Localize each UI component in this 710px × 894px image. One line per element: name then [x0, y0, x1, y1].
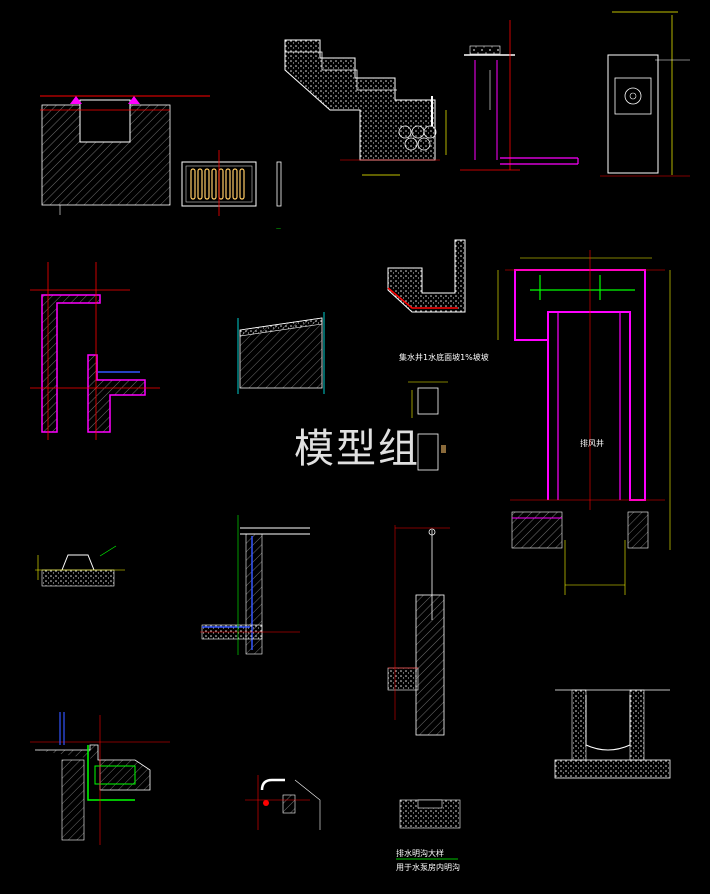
detail-floor-trench: 排水明沟大样 用于水泵房内明沟 [396, 799, 461, 872]
detail-l-wall-waterproof [200, 515, 310, 655]
detail-vent-shaft-plan: 排风井 [497, 250, 671, 595]
detail-sloped-slab [237, 312, 325, 394]
svg-text:—: — [276, 226, 281, 232]
detail-gutter-section [30, 712, 170, 845]
detail-pipe-bend [245, 775, 321, 830]
watermark-text: 模型组 [294, 426, 420, 472]
detail-stepped-section [284, 39, 447, 176]
trench-note-line1: 排水明沟大样 [396, 848, 444, 858]
detail-drain-trench [40, 95, 210, 215]
detail-wall-edge-section [460, 20, 579, 171]
detail-pool-wall-section [30, 262, 160, 440]
detail-curb [35, 545, 125, 587]
detail-sump-pit: 集水井1水底面坡1%坡坡 [387, 239, 489, 471]
detail-column-pipe [387, 525, 450, 736]
vent-shaft-label: 排风井 [580, 438, 604, 448]
detail-grating-plan: — [181, 150, 282, 232]
detail-shaft-elevation [600, 11, 690, 177]
trench-note-line2: 用于水泵房内明沟 [396, 862, 460, 872]
sump-pit-note: 集水井1水底面坡1%坡坡 [399, 352, 489, 362]
detail-trench-section [554, 689, 671, 779]
